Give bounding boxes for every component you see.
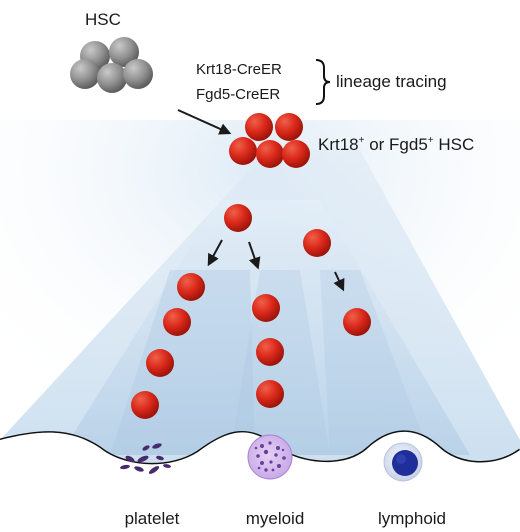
red-progenitor-cell [146, 349, 174, 377]
marked-hsc-label: Krt18+ or Fgd5+ HSC [318, 135, 474, 154]
myeloid-cell-icon [247, 434, 293, 480]
red-progenitor-cell [131, 391, 159, 419]
curly-brace [315, 59, 331, 105]
gray-hsc-cluster [70, 37, 153, 93]
red-progenitor-cell [177, 273, 205, 301]
arrow-to-platelet-branch [207, 239, 223, 267]
red-progenitor-cell [224, 204, 252, 232]
lymphoid-label: lymphoid [378, 509, 446, 528]
lymphoid-cell-icon [383, 442, 423, 482]
red-progenitor-cell [256, 380, 284, 408]
lineage-tracing-label: lineage tracing [336, 72, 447, 91]
cre-line-krt18: Krt18-CreER [196, 61, 282, 78]
progenitor-cells [131, 204, 371, 419]
red-hsc-cluster [229, 113, 310, 168]
red-progenitor-cell [343, 308, 371, 336]
platelet-icon [120, 443, 171, 474]
arrow-to-lymphoid-branch [333, 271, 345, 292]
cre-line-fgd5: Fgd5-CreER [196, 86, 280, 103]
arrow-to-myeloid-branch [248, 241, 261, 270]
platelet-label: platelet [125, 509, 180, 528]
red-progenitor-cell [303, 229, 331, 257]
red-progenitor-cell [256, 338, 284, 366]
red-progenitor-cell [163, 308, 191, 336]
hsc-label: HSC [85, 10, 121, 29]
red-progenitor-cell [252, 294, 280, 322]
arrow-hsc-to-marked [177, 109, 232, 135]
myeloid-label: myeloid [246, 509, 305, 528]
